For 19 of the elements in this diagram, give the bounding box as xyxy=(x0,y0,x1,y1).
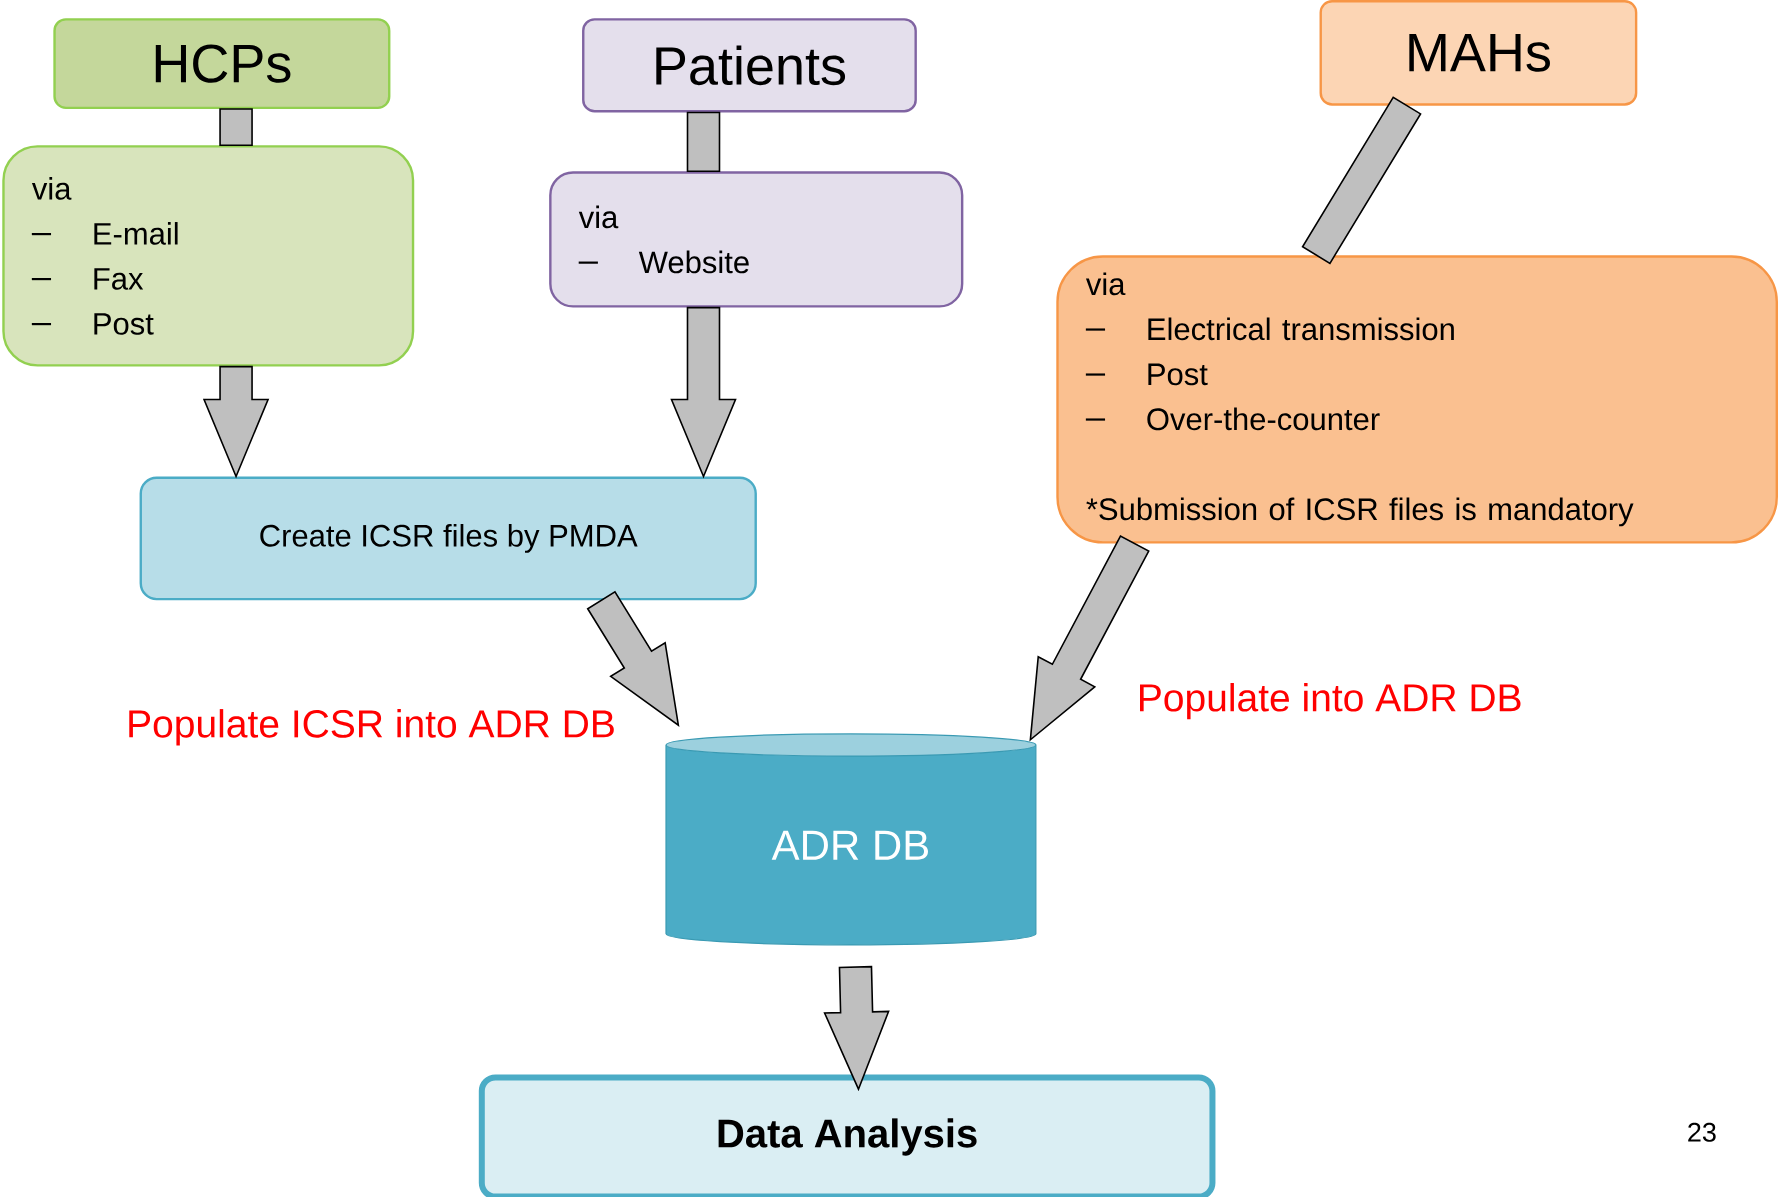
block-arrow xyxy=(1029,535,1150,742)
block-arrow xyxy=(1301,96,1422,265)
channel-box: via E-mail Fax Post xyxy=(2,145,415,367)
process-box: Create ICSR files by PMDA xyxy=(139,476,757,601)
edge-label: Populate ICSR into ADR DB xyxy=(129,709,614,746)
source-box: MAHs xyxy=(1319,0,1638,106)
source-box: HCPs xyxy=(53,18,391,110)
output-box: Data Analysis xyxy=(478,1074,1216,1197)
page-number: 23 xyxy=(1688,1122,1716,1142)
edge-label: Populate into ADR DB xyxy=(1140,683,1521,720)
block-arrow xyxy=(219,108,253,147)
source-box: Patients xyxy=(582,18,917,113)
block-arrow xyxy=(670,306,737,479)
channel-box: via Electrical transmission Post Over-the-counter *Submission of ICSR files is mandatory xyxy=(1056,255,1778,544)
channel-box: via Website xyxy=(549,171,964,308)
block-arrow xyxy=(823,965,890,1092)
block-arrow xyxy=(202,365,270,479)
database-cylinder: ADR DB xyxy=(665,733,1037,946)
block-arrow xyxy=(686,111,721,173)
